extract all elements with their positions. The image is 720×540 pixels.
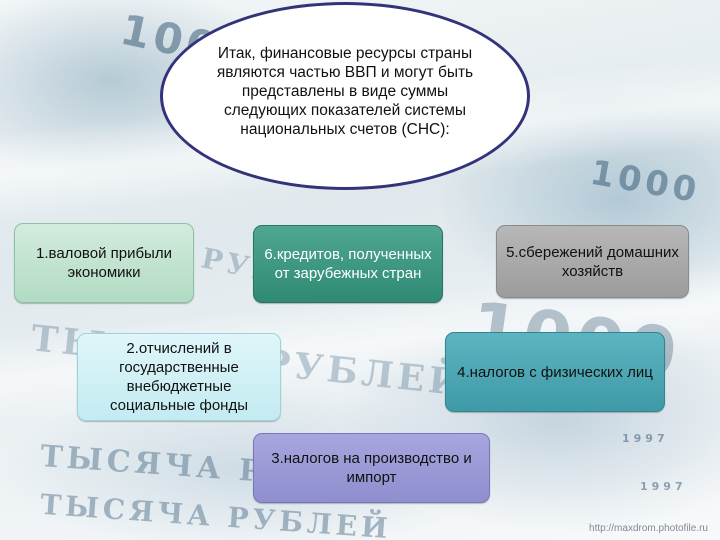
- item-label: 4.налогов с физических лиц: [457, 363, 653, 381]
- item-label: 1.валовой прибыли экономики: [36, 245, 172, 281]
- source-url: http://maxdrom.photofile.ru: [589, 523, 708, 534]
- item-label: 5.сбережений домашних хозяйств: [506, 243, 679, 280]
- item-gross-profit: 1.валовой прибыли экономики: [14, 223, 194, 303]
- item-household-savings: 5.сбережений домашних хозяйств: [496, 225, 689, 298]
- item-personal-taxes: 4.налогов с физических лиц: [445, 332, 665, 412]
- item-label: 2.отчислений в государственные внебюджет…: [110, 340, 248, 414]
- watermark-year: 1997: [640, 480, 687, 493]
- intro-text: Итак, финансовые ресурсы страны являются…: [216, 44, 474, 138]
- item-label: 6.кредитов, полученных от зарубежных стр…: [264, 246, 432, 282]
- item-foreign-credits: 6.кредитов, полученных от зарубежных стр…: [253, 225, 443, 303]
- item-social-funds: 2.отчислений в государственные внебюджет…: [77, 333, 281, 421]
- intro-ellipse: Итак, финансовые ресурсы страны являются…: [160, 2, 530, 190]
- item-production-taxes: 3.налогов на производство и импорт: [253, 433, 490, 503]
- watermark-year: 1997: [622, 432, 669, 445]
- item-label: 3.налогов на производство и импорт: [271, 450, 472, 486]
